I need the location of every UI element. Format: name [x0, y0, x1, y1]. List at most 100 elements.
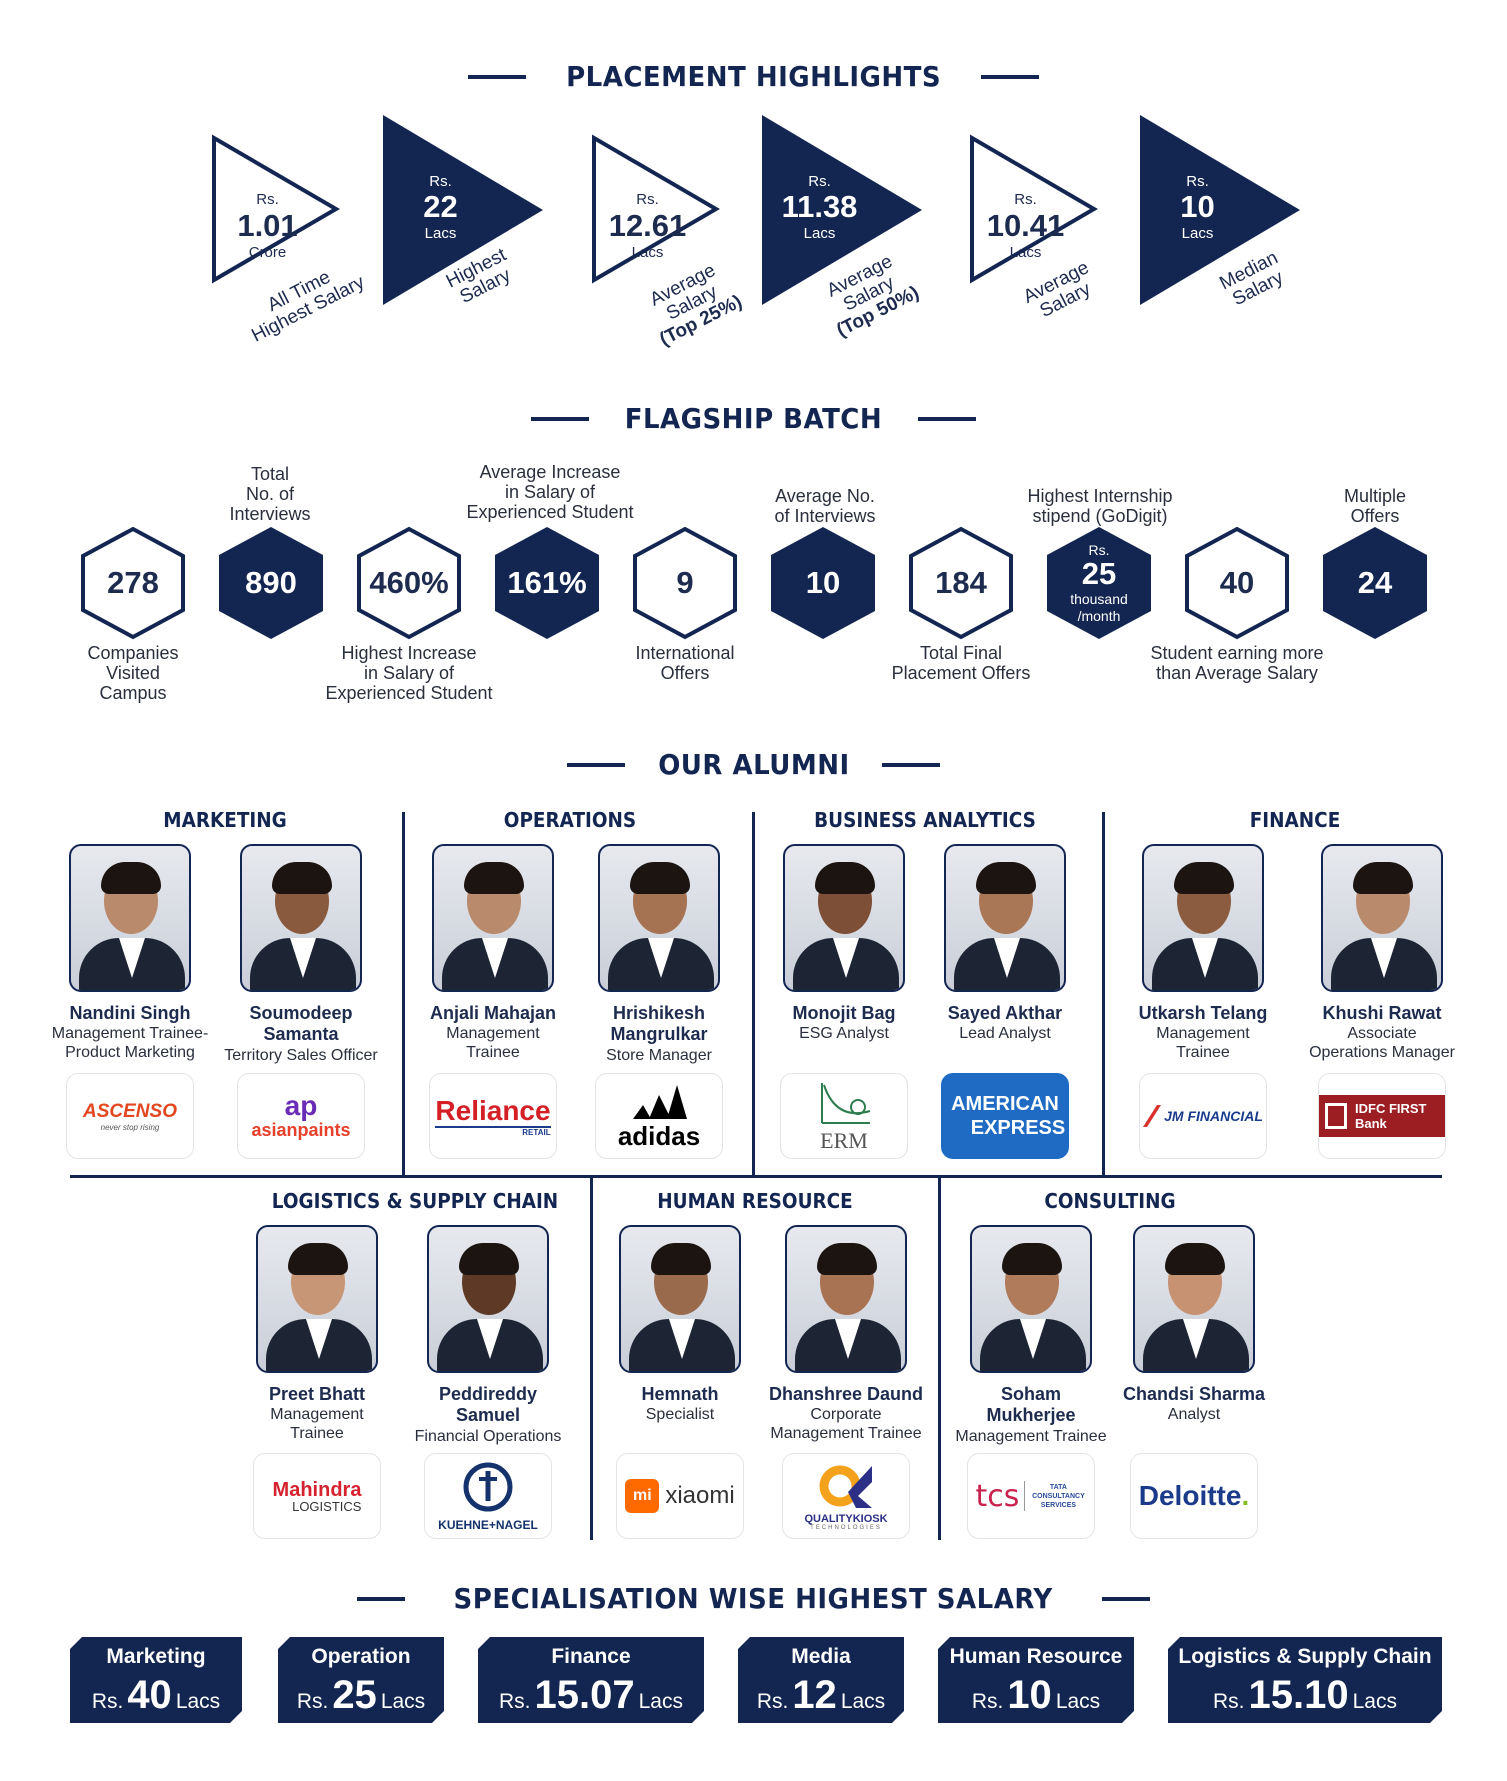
logo-kuehne-nagel: KUEHNE+NAGEL: [424, 1453, 552, 1539]
highlight-value: 10: [1180, 189, 1215, 224]
label-line: Highest Increase: [341, 643, 477, 663]
idfc-mark-icon: [1325, 1103, 1347, 1129]
salary-name: Media: [791, 1645, 851, 1668]
stat-label-above: Multiple Offers: [1315, 486, 1435, 526]
person-name: Soham Mukherjee: [946, 1384, 1116, 1426]
heading-rule-left: [467, 74, 526, 79]
stat-prefix: Rs.: [1088, 542, 1110, 558]
highlight-value: 10.41: [986, 208, 1065, 243]
logo-text: xiaomi: [665, 1482, 735, 1509]
person-name: Utkarsh Telang: [1118, 1003, 1288, 1024]
salary-value: 15.07: [534, 1673, 635, 1717]
label-line: Experienced Student: [466, 502, 634, 522]
role-line: Operations Manager: [1309, 1044, 1455, 1061]
photo-khushi-rawat: [1321, 844, 1443, 992]
stat-label-below: International Offers: [615, 643, 755, 683]
logo-mark: Reliance RETAIL: [435, 1094, 551, 1137]
label-line: Offers: [660, 663, 710, 683]
stat-label-below: Student earning more than Average Salary: [1132, 643, 1342, 683]
salary-unit: Lacs: [840, 1690, 886, 1713]
label-line: stipend (GoDigit): [1032, 506, 1168, 526]
heading-rule-right: [917, 416, 976, 421]
heading-rule-left: [566, 762, 625, 767]
person-role: Lead Analyst: [915, 1024, 1095, 1043]
highlight-prefix: Rs.: [429, 173, 452, 190]
role-line: Product Marketing: [65, 1044, 195, 1061]
logo-text: tcs: [975, 1478, 1020, 1514]
divider: [752, 812, 755, 1175]
logo-american-express: AMERICAN EXPRESS: [941, 1073, 1069, 1159]
photo-hair: [976, 862, 1036, 894]
role-line: Management: [1156, 1025, 1250, 1042]
category-hr: HUMAN RESOURCE: [657, 1189, 853, 1213]
stat-value: 184: [935, 565, 987, 600]
person-role: Management Trainee: [227, 1405, 407, 1443]
stat-companies: 278: [80, 526, 186, 640]
photo-chandsi-sharma: [1133, 1225, 1255, 1373]
name-line: Mukherjee: [986, 1405, 1076, 1425]
logo-text: Reliance: [435, 1094, 551, 1126]
logo-subtext: EXPRESS: [970, 1117, 1066, 1139]
highlight-average-salary: Rs. 10.41 Lacs Average Salary: [968, 134, 1128, 324]
highlight-value: 22: [423, 189, 458, 224]
role-line: Store Manager: [606, 1047, 712, 1064]
stat-multiple-offers: 24: [1322, 526, 1428, 640]
heading-rule-left: [357, 1596, 406, 1601]
photo-monojit-bag: [783, 844, 905, 992]
salary-name: Finance: [551, 1645, 631, 1668]
salary-name: Marketing: [106, 1645, 206, 1668]
logo-subtext: LOGISTICS: [292, 1498, 362, 1514]
specialisation-heading: SPECIALISATION WISE HIGHEST SALARY: [0, 1582, 1507, 1615]
placement-heading-text: PLACEMENT HIGHLIGHTS: [566, 60, 941, 93]
logo-mark: ASCENSO never stop rising: [83, 1101, 177, 1132]
divider: [590, 1178, 593, 1540]
photo-sayed-akthar: [944, 844, 1066, 992]
role-line: Management Trainee-: [51, 1025, 209, 1042]
highlight-average-top25: Rs. 12.61 Lacs Average Salary (Top 25%): [590, 134, 750, 351]
person-role: Management Trainee- Product Marketing: [40, 1024, 220, 1062]
person-role: Management Trainee: [941, 1427, 1121, 1446]
anchor-icon: [463, 1462, 513, 1511]
salary-unit: Lacs: [380, 1690, 426, 1713]
salary-unit: Lacs: [1352, 1690, 1397, 1713]
logo-text: QUALITYKIOSK: [804, 1512, 888, 1525]
label-line: Highest Internship: [1027, 486, 1173, 506]
stat-interviews: 890: [218, 526, 324, 640]
stat-average-interviews: 10: [770, 526, 876, 640]
photo-utkarsh-telang: [1142, 844, 1264, 992]
stat-value: 161%: [507, 565, 587, 600]
logo-text: asianpaints: [251, 1119, 351, 1140]
photo-hair: [815, 862, 875, 894]
logo-dot: .: [1241, 1480, 1250, 1511]
logo-mark: mi xiaomi: [625, 1479, 735, 1513]
photo-hair: [101, 862, 161, 894]
person-role: Management Trainee: [403, 1024, 583, 1062]
label-line: Multiple: [1343, 486, 1407, 506]
logo-mark: IDFC FIRST Bank: [1319, 1095, 1445, 1137]
category-operations: OPERATIONS: [503, 808, 637, 832]
salary-value: 15.10: [1248, 1673, 1349, 1717]
logo-text: ASCENSO: [83, 1100, 177, 1122]
highlight-value: 1.01: [237, 208, 298, 243]
category-analytics: BUSINESS ANALYTICS: [814, 808, 1036, 832]
role-line: Management: [446, 1025, 540, 1042]
highlight-all-time-highest: Rs. 1.01 Crore All Time Highest Salary: [210, 134, 370, 347]
name-line: Chandsi Sharma: [1122, 1384, 1266, 1404]
person-name: Chandsi Sharma: [1109, 1384, 1279, 1405]
person-name: Soumodeep Samanta: [216, 1003, 386, 1045]
label-line: than Average Salary: [1156, 663, 1318, 683]
photo-hair: [1174, 862, 1234, 894]
logo-text: adidas: [617, 1120, 701, 1151]
name-line: Dhanshree Daund: [768, 1384, 924, 1404]
highlight-unit: Lacs: [1181, 225, 1214, 242]
logo-text: AMERICAN: [951, 1093, 1059, 1115]
heading-rule-right: [1101, 1596, 1150, 1601]
photo-hemnath: [619, 1225, 741, 1373]
label-line: Interviews: [229, 504, 311, 524]
logo-mark: KUEHNE+NAGEL: [438, 1461, 538, 1532]
photo-soumodeep-samanta: [240, 844, 362, 992]
label-line: Total Final: [919, 643, 1003, 663]
